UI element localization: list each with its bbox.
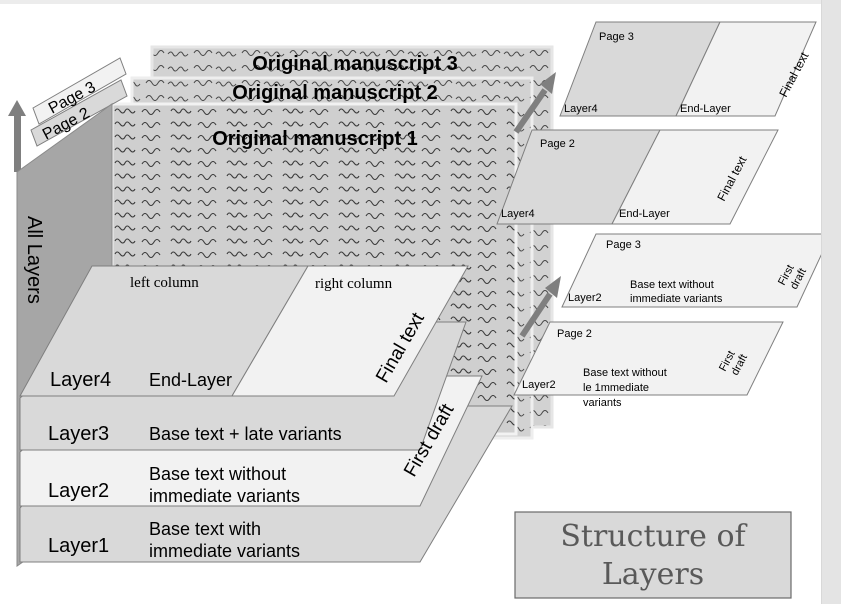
manuscript-3-title: Original manuscript 3	[252, 53, 458, 75]
title-line-1: Structure of	[560, 519, 747, 554]
up-arrow-icon	[8, 100, 26, 172]
sheet-draft-page-3-plate	[561, 233, 821, 308]
layer-2-desc-line2: immediate variants	[149, 486, 300, 506]
layer-1-desc-line1: Base text with	[149, 519, 261, 539]
sheet-final-page-2-layer: Layer4	[501, 208, 535, 220]
sheet-final-page-2-page: Page 2	[540, 138, 575, 150]
sheet-draft-page-2-plate	[513, 321, 784, 396]
sheet-draft-page-2-text-line2: le 1mmediate	[583, 382, 649, 394]
diagonal-arrow-icon-lower	[519, 276, 561, 338]
sheet-draft-page-2-layer: Layer2	[522, 379, 556, 391]
layer-3-desc: Base text + late variants	[149, 424, 342, 444]
sheet-draft-page-3: Page 3 Layer2 Base text without immediat…	[561, 233, 821, 308]
sheet-draft-page-3-text-line1: Base text without	[630, 279, 714, 291]
sheet-draft-page-2: Page 2 Layer2 Base text without le 1mmed…	[513, 321, 784, 409]
sheet-final-page-3-page: Page 3	[599, 31, 634, 43]
all-layers-label: All Layers	[23, 216, 45, 304]
layer-structure-diagram: Original manuscript 3 Original manuscrip…	[8, 21, 821, 599]
sheet-draft-page-3-layer: Layer2	[568, 292, 602, 304]
top-plate-left-column: left column	[130, 275, 199, 291]
layer-1-desc-line2: immediate variants	[149, 541, 300, 561]
top-plate-right-column: right column	[315, 276, 393, 292]
sheet-final-page-2-right	[611, 129, 779, 225]
vertical-scrollbar[interactable]	[821, 0, 841, 604]
layer-4-desc: End-Layer	[149, 370, 232, 390]
side-tab-page-3	[32, 57, 127, 125]
title-box	[514, 511, 792, 599]
sheet-draft-page-2-text-line1: Base text without	[583, 367, 667, 379]
sheet-final-page-3: Page 3 Layer4 End-Layer Final text	[559, 21, 817, 117]
layer-3-name: Layer3	[48, 423, 109, 445]
layer-plates	[19, 265, 513, 563]
sheet-draft-page-3-text-line2: immediate variants	[630, 293, 723, 305]
sheet-final-page-2: Page 2 Layer4 End-Layer Final text	[496, 129, 779, 225]
manuscript-2-title: Original manuscript 2	[232, 82, 438, 104]
diagonal-arrow-icon-upper	[513, 72, 556, 134]
layer-2-desc-line1: Base text without	[149, 464, 286, 484]
title-line-2: Layers	[602, 557, 704, 592]
layer-4-plate-right	[231, 265, 469, 397]
sheet-draft-page-2-page: Page 2	[557, 328, 592, 340]
layer-1-name: Layer1	[48, 535, 109, 557]
sheet-final-page-3-endlayer: End-Layer	[680, 103, 731, 115]
manuscript-1-title: Original manuscript 1	[212, 128, 418, 150]
sheet-draft-page-3-page: Page 3	[606, 239, 641, 251]
sheet-draft-page-2-text-line3: variants	[583, 397, 622, 409]
layer-2-name: Layer2	[48, 480, 109, 502]
sheet-final-page-2-endlayer: End-Layer	[619, 208, 670, 220]
sheet-final-page-3-right	[675, 21, 817, 117]
side-tab-page-2	[30, 79, 128, 147]
layer-4-name: Layer4	[50, 369, 111, 391]
sheet-final-page-3-layer: Layer4	[564, 103, 598, 115]
top-edge	[0, 0, 821, 4]
